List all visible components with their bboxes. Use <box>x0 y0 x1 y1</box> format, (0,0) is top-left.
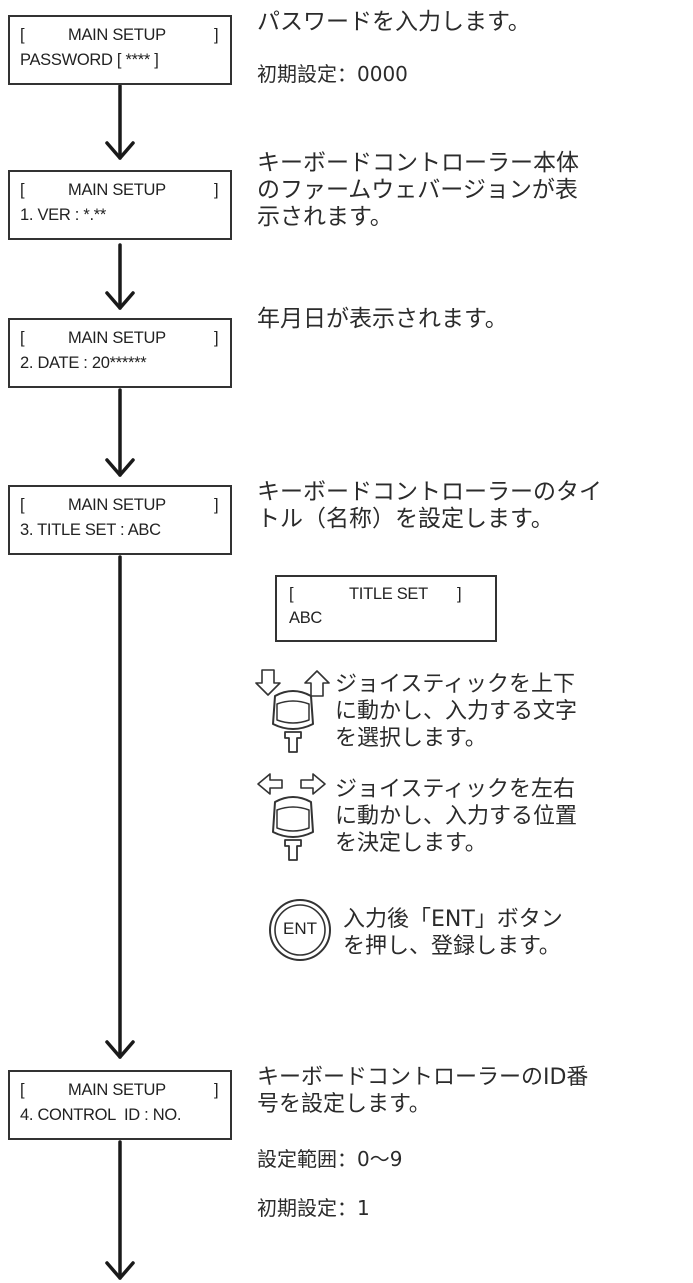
lcd-title: MAIN SETUP <box>68 26 166 44</box>
lcd-bracket-open: [ <box>20 181 25 199</box>
step-description: 年月日が表示されます。 <box>257 306 508 332</box>
lcd-line2: 3. TITLE SET : ABC <box>20 521 161 539</box>
lcd-line2: PASSWORD [ **** ] <box>20 51 159 69</box>
lcd-bracket-close: ] <box>214 181 219 199</box>
flow-arrowhead <box>105 141 135 160</box>
lcd-line2: 2. DATE : 20****** <box>20 354 147 372</box>
default-setting: 初期設定：1 <box>257 1196 370 1220</box>
flow-arrowhead <box>105 1040 135 1059</box>
ent-button-icon: ENT <box>268 898 332 962</box>
lcd-bracket-close: ] <box>214 496 219 514</box>
step-description: キーボードコントローラーのタイ トル（名称）を設定します。 <box>257 479 602 532</box>
joystick-updown-icon <box>255 669 330 753</box>
lcd-bracket-open: [ <box>20 1081 25 1099</box>
flow-arrowhead <box>105 458 135 477</box>
lcd-bracket-open: [ <box>20 496 25 514</box>
lcd-title: MAIN SETUP <box>68 181 166 199</box>
ent-button-label: ENT <box>283 919 317 938</box>
lcd-line2: 4. CONTROL ID : NO. <box>20 1106 182 1124</box>
flow-arrowhead <box>105 1261 135 1280</box>
lcd-bracket-close: ] <box>457 585 462 603</box>
lcd-title: MAIN SETUP <box>68 329 166 347</box>
lcd-title: MAIN SETUP <box>68 496 166 514</box>
joystick-leftright-icon <box>257 773 326 861</box>
lcd-control-id: [ MAIN SETUP ] 4. CONTROL ID : NO. <box>8 1070 232 1140</box>
step-description: パスワードを入力します。 <box>257 9 531 35</box>
lcd-title-set: [ MAIN SETUP ] 3. TITLE SET : ABC <box>8 485 232 555</box>
flow-arrowhead <box>105 291 135 310</box>
lcd-version: [ MAIN SETUP ] 1. VER : *.** <box>8 170 232 240</box>
lcd-title: MAIN SETUP <box>68 1081 166 1099</box>
lcd-bracket-close: ] <box>214 1081 219 1099</box>
lcd-date: [ MAIN SETUP ] 2. DATE : 20****** <box>8 318 232 388</box>
step-description: キーボードコントローラーのID番 号を設定します。 <box>257 1065 589 1117</box>
joystick-updown-description: ジョイスティックを上下 に動かし、入力する文字 を選択します。 <box>335 672 578 751</box>
default-setting: 初期設定：0000 <box>257 62 408 86</box>
lcd-bracket-open: [ <box>20 329 25 347</box>
lcd-title-set-detail: [ TITLE SET ] ABC <box>275 575 497 642</box>
step-description: キーボードコントローラー本体 のファームウェバージョンが表 示されます。 <box>257 150 579 230</box>
ent-description: 入力後「ENT」ボタン を押し、登録します。 <box>343 907 563 959</box>
setting-range: 設定範囲：0〜9 <box>257 1147 403 1171</box>
lcd-line2: 1. VER : *.** <box>20 206 106 224</box>
lcd-bracket-close: ] <box>214 26 219 44</box>
lcd-password: [ MAIN SETUP ] PASSWORD [ **** ] <box>8 15 232 85</box>
lcd-bracket-open: [ <box>289 585 294 603</box>
lcd-title: TITLE SET <box>349 585 428 603</box>
lcd-bracket-open: [ <box>20 26 25 44</box>
lcd-bracket-close: ] <box>214 329 219 347</box>
joystick-leftright-description: ジョイスティックを左右 に動かし、入力する位置 を決定します。 <box>335 777 578 856</box>
lcd-line2: ABC <box>289 609 323 627</box>
